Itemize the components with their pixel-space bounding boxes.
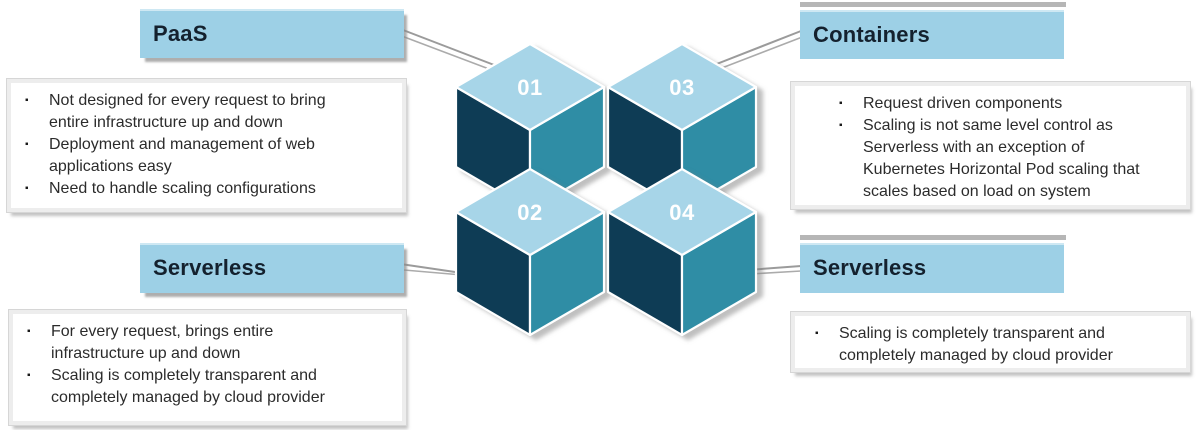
header-containers-label: Containers xyxy=(813,21,930,47)
panel-serverless-left: ▪ For every request, brings entire infra… xyxy=(8,309,407,426)
list-item: ▪ Not designed for every request to brin… xyxy=(25,90,402,134)
cube-01-right-face xyxy=(528,85,606,212)
panel-containers: ▪ Request driven components ▪ Scaling is… xyxy=(790,81,1191,210)
list-item-text: Scaling is not same level control as Ser… xyxy=(863,117,1140,200)
cube-03-right-face xyxy=(680,85,758,212)
cube-01-left-face xyxy=(454,85,532,212)
cube-02-top-face xyxy=(454,167,606,257)
cube-02-right-face xyxy=(528,210,606,337)
connector-serverless-right-line-1 xyxy=(720,265,802,273)
cube-03-left-face xyxy=(606,85,684,212)
connector-containers xyxy=(708,30,802,72)
list-item-text: Scaling is completely transparent and co… xyxy=(51,367,325,406)
connector-paas xyxy=(402,29,503,73)
list-item-text: Not designed for every request to bring … xyxy=(49,92,326,131)
cube-04-left-face xyxy=(606,210,684,337)
header-serverless-right-label: Serverless xyxy=(813,255,927,280)
cube-02-number: 02 xyxy=(517,200,542,225)
cube-02: 02 xyxy=(454,167,606,337)
bullet-square-icon: ▪ xyxy=(839,120,843,131)
bullet-square-icon: ▪ xyxy=(27,326,31,337)
cube-04-number: 04 xyxy=(669,200,695,225)
list-item-text: Deployment and management of web applica… xyxy=(49,136,315,175)
bullet-square-icon: ▪ xyxy=(27,370,31,381)
connector-paas-line-2 xyxy=(402,35,498,73)
list-item: ▪ Scaling is completely transparent and … xyxy=(27,365,402,409)
cube-04-right-face xyxy=(680,210,758,337)
cube-04-top-face xyxy=(606,167,758,257)
header-serverless-left: Serverless xyxy=(140,243,404,293)
cube-01: 01 xyxy=(454,42,606,212)
bullet-square-icon: ▪ xyxy=(25,139,29,150)
connector-serverless-left-line-1 xyxy=(403,263,490,278)
list-item: ▪ Request driven components xyxy=(839,93,1186,115)
bullet-square-icon: ▪ xyxy=(839,98,843,109)
list-item-text: For every request, brings entire infrast… xyxy=(51,323,274,362)
connector-containers-line-1 xyxy=(708,30,802,68)
cube-03-top-face xyxy=(606,42,758,132)
cube-03: 03 xyxy=(606,42,758,212)
list-item: ▪ Need to handle scaling configurations xyxy=(25,178,402,200)
cube-03-number: 03 xyxy=(669,75,694,100)
header-serverless-right: Serverless xyxy=(800,235,1066,293)
connector-serverless-right xyxy=(720,265,802,276)
header-paas-label: PaaS xyxy=(153,20,208,46)
cube-01-number: 01 xyxy=(517,75,542,100)
bullet-square-icon: ▪ xyxy=(25,183,29,194)
list-item-text: Need to handle scaling configurations xyxy=(49,180,316,197)
connector-serverless-left xyxy=(403,263,490,278)
header-containers: Containers xyxy=(800,2,1066,59)
connector-serverless-left-line-2 xyxy=(403,269,469,277)
connector-paas-line-1 xyxy=(402,29,503,69)
list-item-text: Request driven components xyxy=(863,95,1063,112)
cube-04: 04 xyxy=(606,167,758,337)
list-item: ▪ For every request, brings entire infra… xyxy=(27,321,402,365)
cube-02-left-face xyxy=(454,210,532,337)
header-paas: PaaS xyxy=(140,9,404,58)
list-item: ▪ Deployment and management of web appli… xyxy=(25,134,402,178)
cube-01-top-face xyxy=(454,42,606,132)
list-item: ▪ Scaling is not same level control as S… xyxy=(839,115,1186,203)
bullet-square-icon: ▪ xyxy=(815,328,819,339)
list-item-text: Scaling is completely transparent and co… xyxy=(839,325,1113,364)
bullet-square-icon: ▪ xyxy=(25,95,29,106)
panel-serverless-right: ▪ Scaling is completely transparent and … xyxy=(790,311,1191,373)
list-item: ▪ Scaling is completely transparent and … xyxy=(815,323,1186,367)
panel-paas: ▪ Not designed for every request to brin… xyxy=(6,78,407,213)
connector-serverless-right-line-2 xyxy=(741,270,802,276)
connector-containers-line-2 xyxy=(713,36,802,72)
header-serverless-left-label: Serverless xyxy=(153,255,267,280)
